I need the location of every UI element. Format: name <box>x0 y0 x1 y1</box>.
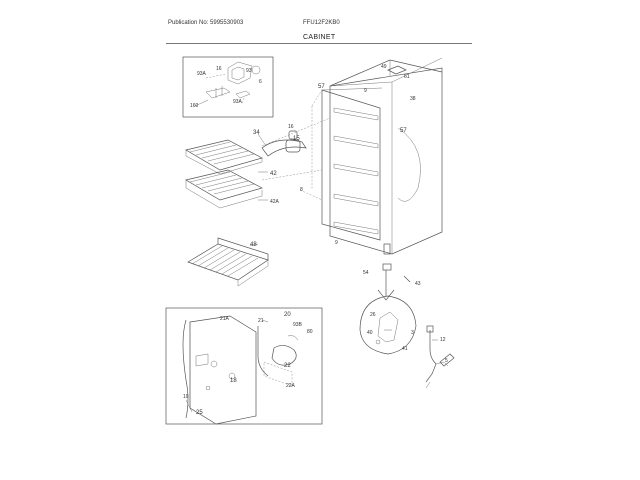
callout-16-handle: 16 <box>288 124 294 130</box>
callout-25: 25 <box>196 410 203 416</box>
callout-22a: 22A <box>286 383 296 389</box>
callout-57-side: 57 <box>400 128 407 134</box>
cabinet-body <box>261 57 443 283</box>
callout-21: 21 <box>258 318 264 324</box>
callout-34: 34 <box>253 130 260 136</box>
callout-9-bottom: 9 <box>335 240 338 246</box>
callout-16: 16 <box>216 66 222 72</box>
callout-43: 43 <box>415 281 421 287</box>
section-title: CABINET <box>303 34 336 41</box>
callout-9-top: 9 <box>364 88 367 94</box>
callout-93: 93 <box>246 68 252 74</box>
callout-12: 12 <box>440 337 446 343</box>
callout-93a: 93A <box>197 71 207 77</box>
callout-42a: 42A <box>270 199 280 205</box>
callout-8: 8 <box>300 187 303 193</box>
wire-basket <box>187 237 269 287</box>
callout-5: 5 <box>445 358 448 364</box>
callout-57-top: 57 <box>318 84 325 90</box>
header-divider <box>166 43 472 44</box>
callout-40: 40 <box>367 330 373 336</box>
callout-41: 41 <box>402 346 408 352</box>
callout-93a-lower: 93A <box>233 99 243 105</box>
back-panel-inset <box>165 307 323 425</box>
callout-61: 61 <box>404 74 410 80</box>
handle-assembly <box>257 130 307 157</box>
hinge-detail-inset <box>182 56 274 118</box>
callout-93b: 93B <box>293 322 303 328</box>
model-number: FFU12F2KB0 <box>303 20 340 26</box>
leveling-leg-detail <box>359 270 417 355</box>
callout-80: 80 <box>307 329 313 335</box>
callout-21a: 21A <box>220 316 230 322</box>
callout-42: 42 <box>270 171 277 177</box>
callout-48: 48 <box>250 242 257 248</box>
callout-6: 6 <box>259 79 262 85</box>
wire-shelves <box>185 139 268 209</box>
callout-20: 20 <box>284 312 291 318</box>
page-header: Publication No: 5995530903 FFU12F2KB0 CA… <box>0 0 640 48</box>
callout-49: 49 <box>381 64 387 70</box>
callout-38: 38 <box>410 96 416 102</box>
callout-15: 15 <box>293 136 300 142</box>
callout-22: 22 <box>284 363 291 369</box>
power-cord <box>425 325 455 389</box>
callout-19: 19 <box>183 394 189 400</box>
publication-number: Publication No: 5995530903 <box>168 20 244 26</box>
callout-160: 160 <box>190 103 199 109</box>
callout-54: 54 <box>363 270 369 276</box>
callout-3: 3 <box>411 330 414 336</box>
callout-18: 18 <box>230 378 237 384</box>
callout-26: 26 <box>370 312 376 318</box>
